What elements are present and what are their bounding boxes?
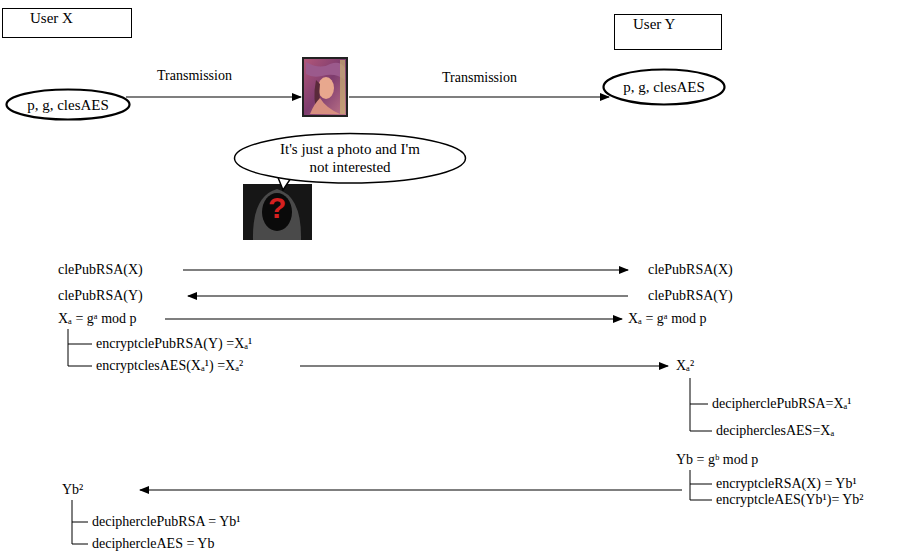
step-label: deciphercleAES = Yb <box>92 536 214 552</box>
message-label: clePubRSA(X) <box>58 262 143 278</box>
message-arrow <box>188 295 628 296</box>
hacker-background <box>243 184 312 240</box>
message-label: clePubRSA(X) <box>648 262 733 278</box>
step-bracket <box>72 500 88 544</box>
node-text: User Y <box>633 15 675 33</box>
step-label: encryptclePubRSA(Y) =Xₐ¹ <box>96 336 252 352</box>
node-text: p, g, clesAES <box>623 78 705 96</box>
transmission-arrow <box>349 96 609 97</box>
step-label: encryptclesAES(Xₐ¹) =Xₐ² <box>96 358 243 374</box>
message-label: clePubRSA(Y) <box>58 288 143 304</box>
step-label: decipherclesAES=Xₐ <box>716 423 834 439</box>
photo-shoulder <box>310 98 340 114</box>
parameter-ellipse: p, g, clesAES <box>602 68 726 106</box>
question-mark: ? <box>268 191 286 225</box>
step-bracket <box>68 329 92 366</box>
message-label: Xₐ² <box>676 358 694 374</box>
transmission-label: Transmission <box>442 70 517 86</box>
photo-frame <box>303 58 347 116</box>
message-label: Xₐ = gᵃ mod p <box>628 311 707 327</box>
node-text: It's just a photo and I'm not interested <box>270 140 430 176</box>
transmission-label: Transmission <box>157 68 232 84</box>
ellipse-shape <box>7 90 130 120</box>
step-label: encryptcleRSA(X) = Yb¹ <box>716 476 857 492</box>
step-label: decipherclePubRSA = Yb¹ <box>92 514 240 530</box>
parameter-ellipse: p, g, clesAES <box>5 88 131 121</box>
ellipse-shape <box>235 134 466 184</box>
step-label: decipherclePubRSA=Xₐ¹ <box>712 396 852 412</box>
node-text: User X <box>30 9 73 27</box>
step-bracket <box>690 470 712 500</box>
ellipse-shape <box>604 70 725 105</box>
transmission-arrow <box>126 96 301 97</box>
message-arrow <box>300 365 668 366</box>
photo-image <box>303 58 347 116</box>
message-label: clePubRSA(Y) <box>648 288 733 304</box>
user-box: User X <box>2 8 132 38</box>
hacker-hood <box>253 189 301 240</box>
message-arrow <box>183 269 628 270</box>
user-box: User Y <box>614 14 722 50</box>
message-label: Xₐ = gᵃ mod p <box>58 311 137 327</box>
message-arrow <box>165 318 622 319</box>
step-label: encryptcleAES(Yb¹)= Yb² <box>716 492 864 508</box>
message-arrow <box>140 489 682 490</box>
speech-bubble: It's just a photo and I'm not interested <box>233 132 467 185</box>
message-label: Yb² <box>62 482 83 498</box>
photo-face <box>318 77 334 99</box>
photo-background <box>340 60 345 114</box>
node-text: p, g, clesAES <box>27 96 109 114</box>
hacker-icon <box>243 184 312 240</box>
step-bracket <box>690 378 712 431</box>
ellipse-outline <box>233 132 467 185</box>
message-label: Yb = gᵇ mod p <box>676 452 758 468</box>
